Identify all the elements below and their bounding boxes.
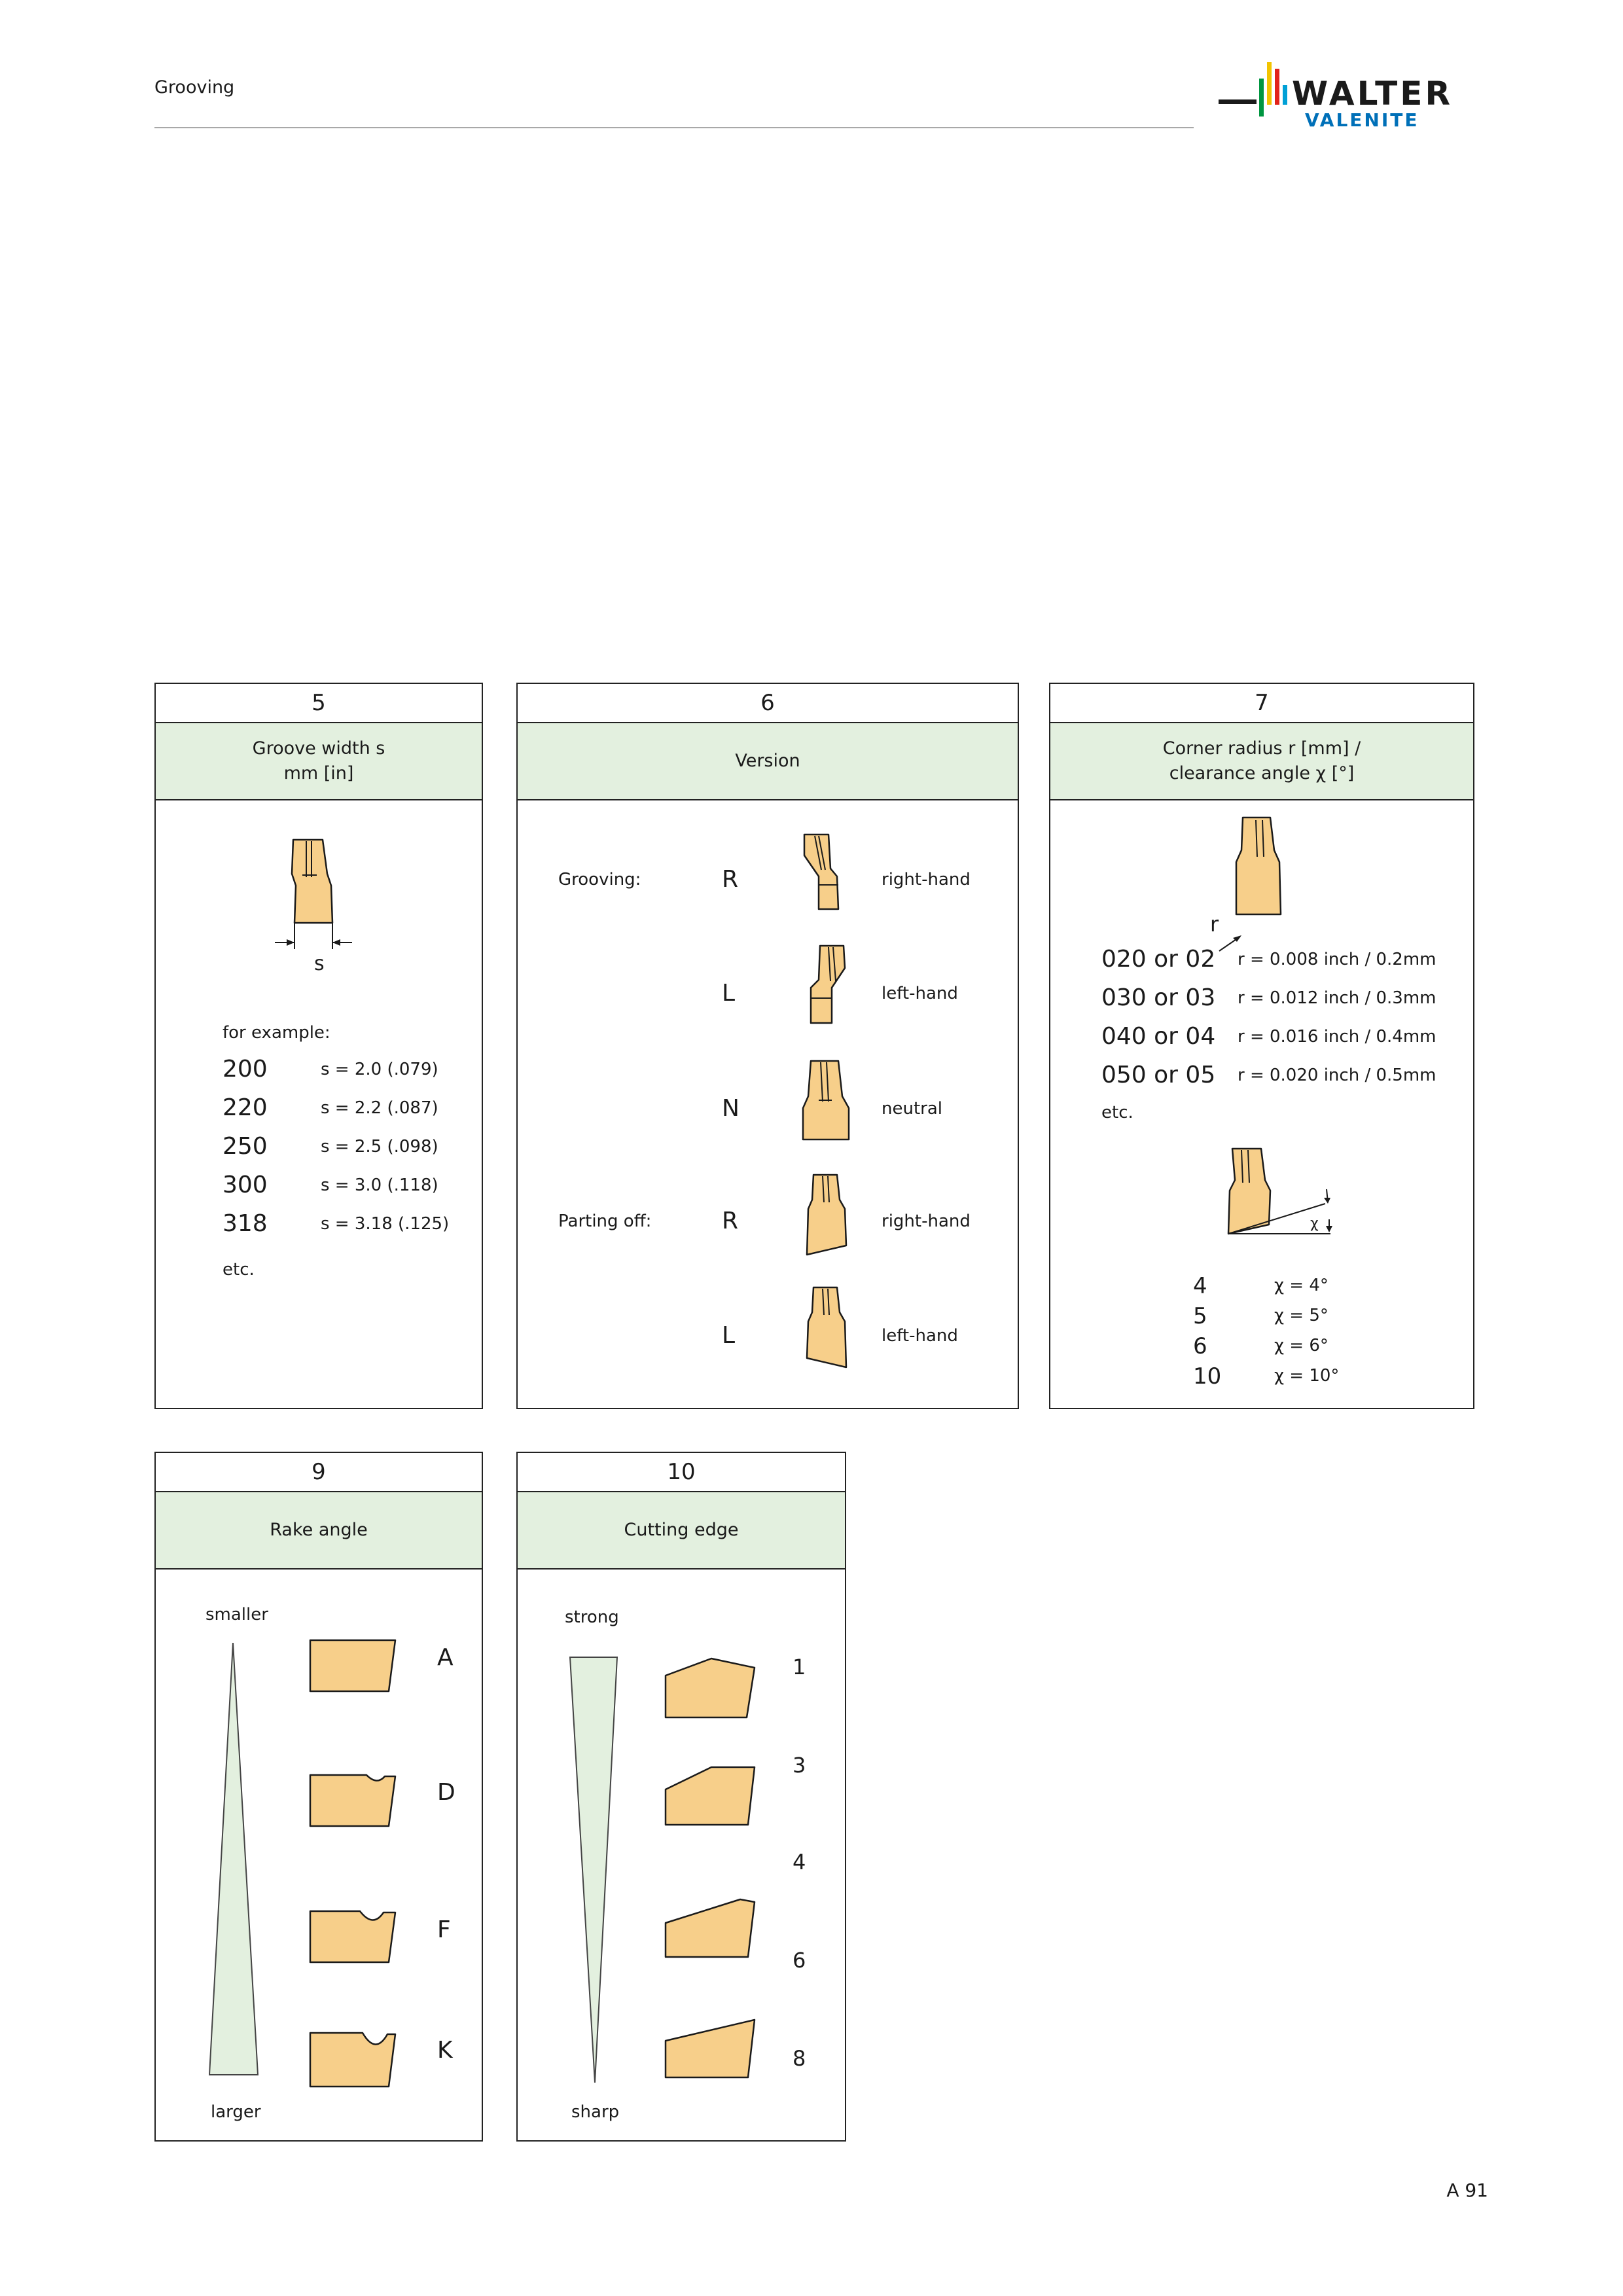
edge-code: 1 [793, 1655, 806, 1679]
width-value: s = 2.5 (.098) [321, 1137, 438, 1157]
panel-number: 9 [156, 1453, 482, 1492]
groove-insert-diagram [275, 838, 352, 949]
example-label: for example: [223, 1023, 330, 1043]
insert-right-hand-icon [803, 833, 840, 910]
insert-neutral-icon [802, 1060, 850, 1141]
scale-bottom-label: larger [211, 2102, 261, 2122]
width-code: 250 [223, 1133, 268, 1160]
scale-top-label: smaller [205, 1605, 268, 1624]
parting-off-label: Parting off: [558, 1211, 652, 1231]
panel-version: 6 Version Grooving: Parting off: R right… [516, 683, 1019, 1409]
section-title: Grooving [154, 77, 235, 98]
radius-value: r = 0.012 inch / 0.3mm [1238, 988, 1436, 1008]
rake-code: A [437, 1644, 454, 1671]
width-value: s = 3.0 (.118) [321, 1175, 438, 1195]
edge-profile-6 [664, 2018, 756, 2079]
width-value: s = 2.2 (.087) [321, 1098, 438, 1118]
corner-radius-insert-diagram [1219, 816, 1282, 952]
rake-profile-k [309, 2032, 397, 2088]
radius-code: 050 or 05 [1101, 1062, 1216, 1088]
insert-left-hand-icon [810, 944, 846, 1024]
panel-cutting-edge: 10 Cutting edge strong sharp 1 3 4 6 8 [516, 1452, 846, 2142]
version-code: R [722, 1208, 739, 1234]
version-desc: right-hand [882, 870, 971, 889]
width-code: 300 [223, 1172, 268, 1198]
version-code: N [722, 1095, 740, 1122]
angle-value: χ = 5° [1274, 1306, 1329, 1325]
panel-title: Corner radius r [mm] / clearance angle χ… [1050, 723, 1473, 800]
panel-title: Groove width s mm [in] [156, 723, 482, 800]
radius-value: r = 0.016 inch / 0.4mm [1238, 1027, 1436, 1047]
rake-profile-d [309, 1774, 397, 1827]
panel-title: Cutting edge [518, 1492, 845, 1570]
panel-rake-angle: 9 Rake angle smaller larger A D F K [154, 1452, 483, 2142]
scale-top-label: strong [565, 1607, 619, 1627]
rake-code: K [437, 2037, 453, 2064]
scale-bottom-label: sharp [571, 2102, 620, 2122]
rake-code: F [437, 1916, 451, 1943]
page-number: A 91 [1446, 2179, 1488, 2201]
panel-number: 6 [518, 684, 1018, 723]
width-value: s = 3.18 (.125) [321, 1214, 450, 1234]
version-desc: left-hand [882, 984, 958, 1003]
angle-code: 10 [1193, 1363, 1222, 1390]
version-desc: neutral [882, 1099, 942, 1119]
width-code: 220 [223, 1094, 268, 1121]
edge-code: 8 [793, 2046, 806, 2071]
panel-title: Rake angle [156, 1492, 482, 1570]
radius-code: 020 or 02 [1101, 946, 1216, 973]
version-desc: left-hand [882, 1326, 958, 1346]
version-desc: right-hand [882, 1211, 971, 1231]
edge-code: 4 [793, 1850, 806, 1874]
width-code: 200 [223, 1056, 268, 1083]
angle-code: 6 [1193, 1333, 1207, 1359]
version-code: R [722, 866, 739, 893]
edge-code: 6 [793, 1948, 806, 1973]
width-code: 318 [223, 1210, 268, 1237]
radius-code: 040 or 04 [1101, 1023, 1216, 1050]
brand-text-valenite: VALENITE [1305, 109, 1419, 131]
version-code: L [722, 1322, 736, 1349]
rake-code: D [437, 1779, 455, 1806]
panel-number: 10 [518, 1453, 845, 1492]
angle-value: χ = 6° [1274, 1336, 1329, 1355]
etc-label: etc. [223, 1260, 255, 1280]
angle-value: χ = 10° [1274, 1366, 1340, 1386]
clearance-angle-insert-diagram [1227, 1147, 1332, 1235]
angle-code: 5 [1193, 1303, 1207, 1329]
brand-text-walter: WALTER [1292, 75, 1453, 113]
version-code: L [722, 980, 736, 1007]
panel-number: 5 [156, 684, 482, 723]
panel-groove-width: 5 Groove width s mm [in] s for example: … [154, 683, 483, 1409]
insert-parting-right-hand-icon [806, 1174, 847, 1256]
radius-label-r: r [1210, 912, 1219, 937]
header-divider [154, 127, 1194, 128]
dimension-label-s: s [314, 952, 325, 975]
edge-profile-4 [664, 1898, 756, 1958]
panel-number: 7 [1050, 684, 1473, 723]
radius-code: 030 or 03 [1101, 984, 1216, 1011]
rake-angle-scale-wedge [208, 1642, 259, 2075]
edge-code: 3 [793, 1753, 806, 1778]
panel-title: Version [518, 723, 1018, 800]
etc-label: etc. [1101, 1103, 1133, 1122]
insert-parting-left-hand-icon [806, 1286, 847, 1369]
width-value: s = 2.0 (.079) [321, 1060, 438, 1079]
panel-corner-radius: 7 Corner radius r [mm] / clearance angle… [1049, 683, 1474, 1409]
angle-code: 4 [1193, 1273, 1207, 1299]
rake-profile-f [309, 1910, 397, 1964]
cutting-edge-scale-wedge [569, 1657, 618, 2083]
edge-profile-1 [664, 1657, 756, 1719]
rake-profile-a [309, 1639, 397, 1693]
radius-value: r = 0.008 inch / 0.2mm [1238, 950, 1436, 969]
radius-value: r = 0.020 inch / 0.5mm [1238, 1066, 1436, 1085]
grooving-label: Grooving: [558, 870, 641, 889]
angle-value: χ = 4° [1274, 1276, 1329, 1295]
walter-valenite-logo: WALTER VALENITE [1219, 59, 1493, 131]
angle-symbol: χ [1310, 1215, 1319, 1232]
edge-profile-3 [664, 1766, 756, 1826]
